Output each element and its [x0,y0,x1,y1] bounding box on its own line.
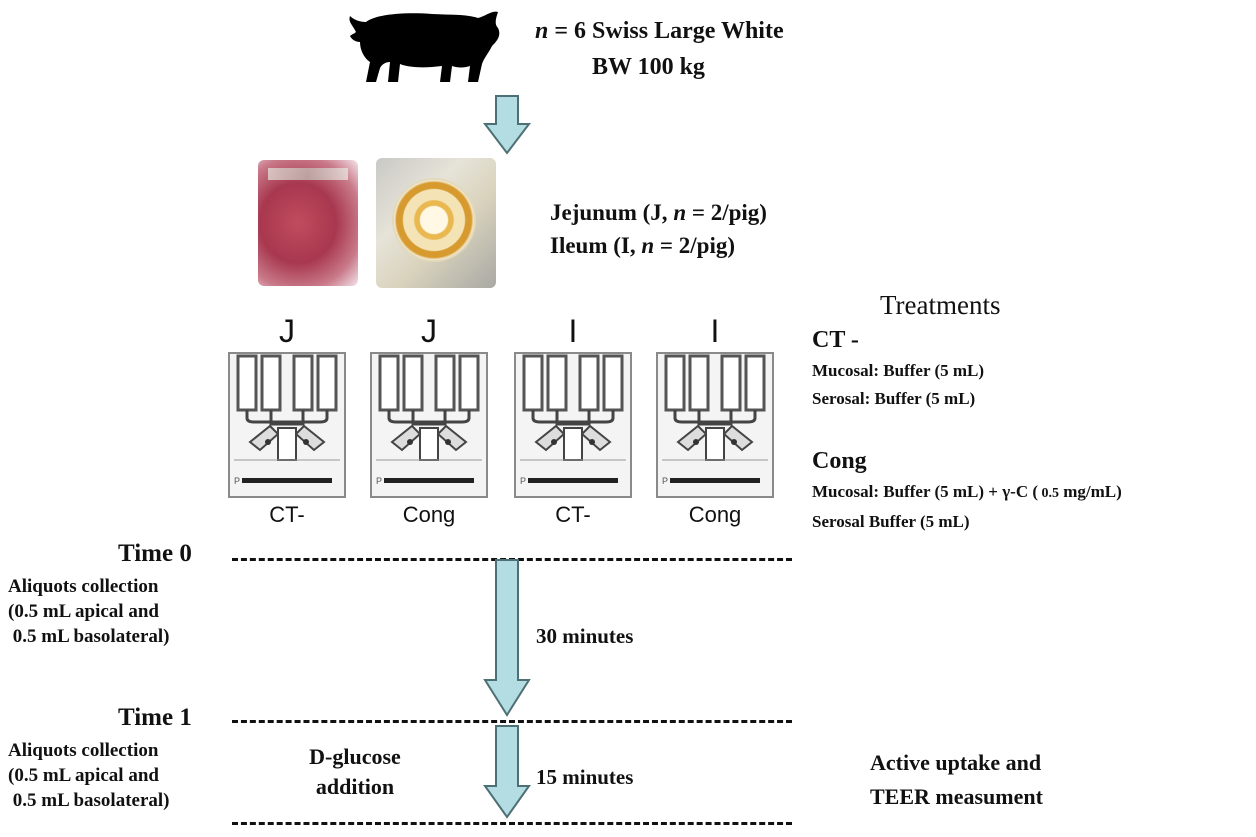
ct-treatment-title: CT - [812,327,859,353]
jejunum-count: = 2/pig) [686,200,767,225]
jejunum-label: Jejunum (J, n = 2/pig) [550,200,767,226]
cong-mucosal-a: Mucosal: Buffer (5 mL) + γ-C ( [812,482,1039,501]
aliquots-collection-1: Aliquots collection (0.5 mL apical and 0… [8,738,170,813]
ct-mucosal-text: Mucosal: Buffer (5 mL) [812,361,985,380]
aliquots-line: Aliquots collection [8,740,159,761]
cong-treatment-title: Cong [812,448,867,474]
ussing-insert-photo [376,158,496,288]
time-1-label: Time 1 [118,704,192,731]
interval-15-min: 15 minutes [536,765,634,789]
ileum-label: Ileum (I, n = 2/pig) [550,233,735,259]
chamber-segment-label: I [710,313,720,349]
active-uptake-line: TEER measument [870,784,1043,809]
ussing-chamber-icon: P [228,352,346,498]
d-glucose-line: D-glucose [309,744,401,769]
aliquots-line: (0.5 mL apical and [8,765,159,786]
aliquots-line: 0.5 mL basolateral) [8,790,170,811]
chamber-treatment-caption: CT- [269,502,305,527]
chamber-segment-label: J [421,313,437,349]
chamber-segment-label: I [568,313,578,349]
timeline-divider [232,822,792,825]
animal-count-text: = 6 Swiss Large White [548,18,784,44]
chamber-treatment-caption: Cong [688,502,742,527]
cong-mucosal-unit: mg/mL) [1059,482,1122,501]
n-symbol: n [535,18,549,44]
down-arrow-icon [482,95,532,155]
cong-serosal-text: Serosal Buffer (5 mL) [812,512,970,531]
d-glucose-line: addition [315,774,395,799]
ct-serosal-text: Serosal: Buffer (5 mL) [812,389,976,408]
active-uptake-text: Active uptake and TEER measument [870,746,1043,814]
n-symbol: n [673,200,687,225]
down-arrow-icon [483,725,531,819]
aliquots-line: Aliquots collection [8,576,159,597]
interval-30-min: 30 minutes [536,624,634,648]
cong-concentration: 0.5 [1038,486,1060,501]
body-weight-text: BW 100 kg [592,54,705,80]
d-glucose-addition: D-glucose addition [290,742,420,802]
aliquots-collection-0: Aliquots collection (0.5 mL apical and 0… [8,574,170,649]
chamber-treatment-caption: CT- [555,502,591,527]
ileum-count: = 2/pig) [654,233,736,258]
chamber-marker: P [520,476,526,486]
timeline-divider [232,720,792,723]
animal-count-line: n = 6 Swiss Large White [535,18,784,45]
down-arrow-icon [483,559,531,717]
ussing-chamber-icon: P [656,352,774,498]
pig-silhouette-icon [349,11,500,82]
jejunum-tissue-photo [258,160,358,286]
active-uptake-line: Active uptake and [870,750,1042,775]
chamber-marker: P [234,476,240,486]
cong-mucosal-text: Mucosal: Buffer (5 mL) + γ-C ( 0.5 mg/mL… [812,482,1122,502]
time-0-label: Time 0 [118,540,192,567]
n-symbol: n [641,233,655,258]
chamber-marker: P [662,476,668,486]
ussing-chamber-icon: P [370,352,488,498]
ileum-text: Ileum (I, [550,233,642,258]
chamber-treatment-caption: Cong [402,502,456,527]
treatments-title: Treatments [880,290,1001,320]
chamber-marker: P [376,476,382,486]
jejunum-text: Jejunum (J, [550,200,674,225]
aliquots-line: 0.5 mL basolateral) [8,626,170,647]
aliquots-line: (0.5 mL apical and [8,601,159,622]
tissue-insert-disc [394,180,474,260]
ussing-chamber-icon: P [514,352,632,498]
chamber-segment-label: J [279,313,295,349]
